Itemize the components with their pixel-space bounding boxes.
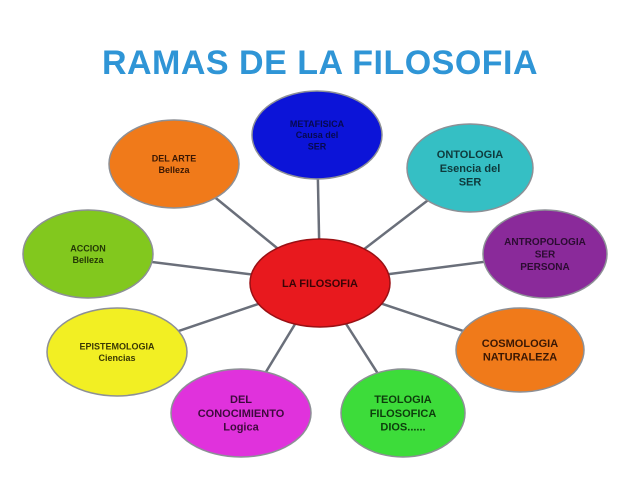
branch-ellipse-ontologia xyxy=(406,123,534,213)
branch-node-teologia: TEOLOGIA FILOSOFICA DIOS...... xyxy=(340,368,466,458)
branch-conocimiento-label-line: Logica xyxy=(223,422,259,434)
branch-ellipse-accion xyxy=(22,209,154,299)
branch-ellipse-top xyxy=(251,90,383,180)
branch-ellipse-antropologia xyxy=(482,209,608,299)
center-label-line: LA FILOSOFIA xyxy=(282,278,358,290)
branch-antropologia-label-line: SER xyxy=(535,250,556,261)
branch-teologia-label-line: FILOSOFICA xyxy=(370,408,437,420)
branch-top-label-line: Causa del xyxy=(296,130,339,140)
branch-ellipse-teologia xyxy=(340,368,466,458)
branch-ellipse-arte xyxy=(108,119,240,209)
branch-conocimiento-label-line: CONOCIMIENTO xyxy=(198,408,285,420)
center-node: LA FILOSOFIA xyxy=(249,238,391,328)
branch-teologia-label-line: TEOLOGIA xyxy=(374,394,432,406)
branch-antropologia-label-line: ANTROPOLOGIA xyxy=(504,237,586,248)
branch-accion-label-line: Belleza xyxy=(72,255,104,265)
branch-conocimiento-label-line: DEL xyxy=(230,394,252,406)
branch-ontologia-label-line: SER xyxy=(459,177,482,189)
branch-node-conocimiento: DEL CONOCIMIENTO Logica xyxy=(170,368,312,458)
branch-top-label-line: METAFISICA xyxy=(290,119,345,129)
branch-ellipse-epistemologia xyxy=(46,307,188,397)
branch-ellipse-cosmologia xyxy=(455,307,585,393)
branch-cosmologia-label-line: NATURALEZA xyxy=(483,352,557,364)
center-ellipse xyxy=(249,238,391,328)
branch-node-cosmologia: COSMOLOGIA NATURALEZA xyxy=(455,307,585,393)
branch-ontologia-label-line: ONTOLOGIA xyxy=(437,149,503,161)
branch-top-label-line: SER xyxy=(308,141,327,151)
branch-arte-label-line: DEL ARTE xyxy=(152,154,197,164)
branch-cosmologia-label-line: COSMOLOGIA xyxy=(482,338,558,350)
branch-arte-label-line: Belleza xyxy=(158,165,190,175)
branch-epistemologia-label-line: EPISTEMOLOGIA xyxy=(79,342,155,352)
branch-ontologia-label-line: Esencia del xyxy=(440,163,501,175)
diagram-title: RAMAS DE LA FILOSOFIA xyxy=(101,44,539,82)
branch-teologia-label-line: DIOS...... xyxy=(380,422,425,434)
branch-antropologia-label-line: PERSONA xyxy=(520,262,569,273)
branch-epistemologia-label-line: Ciencias xyxy=(98,353,135,363)
branch-accion-label-line: ACCION xyxy=(70,244,106,254)
branch-ellipse-conocimiento xyxy=(170,368,312,458)
